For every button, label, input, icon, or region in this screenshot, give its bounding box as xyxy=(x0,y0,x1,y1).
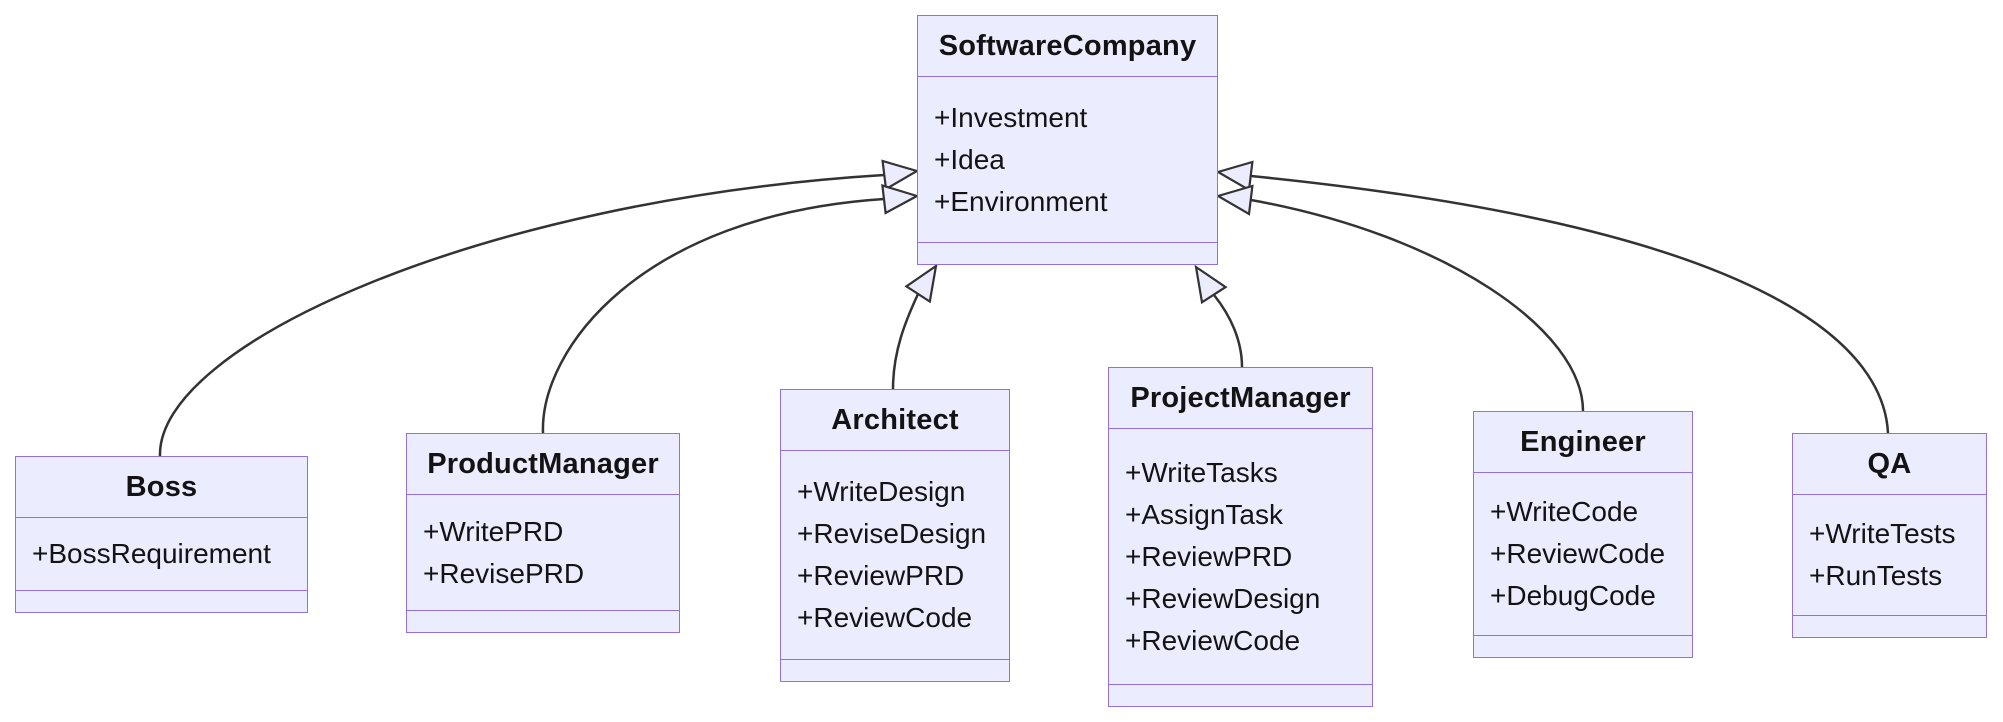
class-attributes: +WriteTasks +AssignTask +ReviewPRD +ReviewD… xyxy=(1109,429,1372,685)
edge-engineer-inherits-softwarecompany xyxy=(1250,198,1585,412)
class-title: Engineer xyxy=(1474,412,1692,473)
edge-boss-inherits-softwarecompany xyxy=(158,173,885,457)
inheritance-arrowhead-qa xyxy=(1215,160,1254,192)
class-node-productmanager: ProductManager +WritePRD +RevisePRD xyxy=(406,433,680,633)
class-node-softwarecompany: SoftwareCompany +Investment +Idea +Environ… xyxy=(917,15,1218,265)
class-attribute: +ReviseDesign xyxy=(797,518,987,549)
edge-architect-inherits-softwarecompany xyxy=(891,293,920,390)
inheritance-arrowhead-boss xyxy=(881,159,920,191)
edge-productmanager-inherits-softwarecompany xyxy=(541,197,885,434)
class-attribute: +ReviewDesign xyxy=(1125,582,1321,614)
class-methods-empty xyxy=(407,611,679,632)
inheritance-arrowhead-architect xyxy=(904,263,938,304)
class-attribute: +ReviewCode xyxy=(1125,624,1301,656)
class-attribute: +Environment xyxy=(934,185,1108,217)
edge-qa-inherits-softwarecompany xyxy=(1250,174,1890,434)
class-attributes: +WritePRD +RevisePRD xyxy=(407,495,679,611)
class-attribute: +BossRequirement xyxy=(32,538,271,569)
class-methods-empty xyxy=(1109,685,1372,706)
class-title: SoftwareCompany xyxy=(918,16,1217,77)
class-attribute: +ReviewPRD xyxy=(797,560,965,591)
class-title: Architect xyxy=(781,390,1009,451)
class-methods-empty xyxy=(918,243,1217,264)
edge-projectmanager-inherits-softwarecompany xyxy=(1213,294,1244,368)
class-title: ProjectManager xyxy=(1109,368,1372,429)
class-attributes: +BossRequirement xyxy=(16,518,307,591)
class-attribute: +RevisePRD xyxy=(423,557,585,589)
class-attributes: +WriteTests +RunTests xyxy=(1793,495,1986,616)
class-title: ProductManager xyxy=(407,434,679,495)
class-attribute: +WritePRD xyxy=(423,515,564,547)
class-attribute: +ReviewCode xyxy=(1490,538,1666,569)
class-attribute: +WriteCode xyxy=(1490,496,1639,527)
class-title: Boss xyxy=(16,457,307,518)
class-attribute: +ReviewPRD xyxy=(1125,540,1293,572)
class-methods-empty xyxy=(781,660,1009,681)
class-attributes: +WriteDesign +ReviseDesign +ReviewPRD +Revi… xyxy=(781,451,1009,660)
class-methods-empty xyxy=(16,591,307,612)
class-attribute: +DebugCode xyxy=(1490,580,1656,611)
class-attribute: +Investment xyxy=(934,101,1088,133)
class-attribute: +RunTests xyxy=(1809,560,1943,591)
inheritance-arrowhead-projectmanager xyxy=(1194,264,1228,305)
class-attribute: +ReviewCode xyxy=(797,602,973,633)
class-attribute: +WriteTests xyxy=(1809,518,1956,549)
class-attribute: +Idea xyxy=(934,143,1005,175)
inheritance-arrowhead-engineer xyxy=(1215,184,1254,216)
class-node-qa: QA +WriteTests +RunTests xyxy=(1792,433,1987,638)
class-title: QA xyxy=(1793,434,1986,495)
class-node-engineer: Engineer +WriteCode +ReviewCode +DebugCode xyxy=(1473,411,1693,658)
class-attribute: +WriteDesign xyxy=(797,476,966,507)
class-attributes: +Investment +Idea +Environment xyxy=(918,77,1217,243)
class-methods-empty xyxy=(1474,636,1692,657)
inheritance-arrowhead-productmanager xyxy=(881,183,920,215)
class-node-architect: Architect +WriteDesign +ReviseDesign +Revi… xyxy=(780,389,1010,682)
class-methods-empty xyxy=(1793,616,1986,637)
class-attribute: +AssignTask xyxy=(1125,498,1283,530)
class-attributes: +WriteCode +ReviewCode +DebugCode xyxy=(1474,473,1692,636)
class-attribute: +WriteTasks xyxy=(1125,456,1278,488)
class-node-boss: Boss +BossRequirement xyxy=(15,456,308,613)
class-node-projectmanager: ProjectManager +WriteTasks +AssignTask +Re… xyxy=(1108,367,1373,707)
